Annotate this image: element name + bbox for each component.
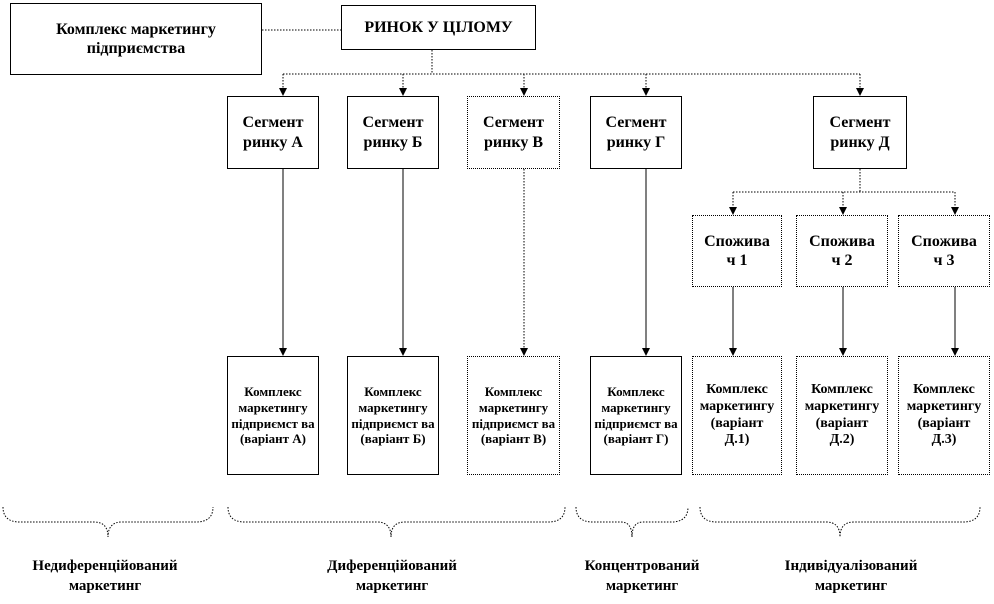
brace-differentiated (227, 506, 566, 538)
segment-a: Сегмент ринку А (227, 96, 319, 169)
segment-v: Сегмент ринку В (467, 96, 560, 169)
brace-undifferentiated (2, 506, 214, 538)
strategy-differentiated: Диференційований маркетинг (327, 558, 457, 595)
mix-variant-d3: Комплекс маркетингу (варіант Д.3) (898, 356, 990, 475)
strategy-concentrated: Концентрований маркетинг (584, 558, 700, 595)
company-mix-box: Комплекс маркетингу підприємства (10, 3, 262, 75)
segment-d: Сегмент ринку Д (813, 96, 907, 169)
consumer-2: Спожива ч 2 (796, 215, 888, 287)
mix-variant-d2: Комплекс маркетингу (варіант Д.2) (796, 356, 888, 475)
mix-variant-g: Комплекс маркетингу підприємст ва (варіа… (590, 356, 682, 475)
consumer-1: Спожива ч 1 (692, 215, 782, 287)
strategy-undifferentiated: Недиференційований маркетинг (32, 558, 178, 595)
mix-variant-a: Комплекс маркетингу підприємст ва (варіа… (227, 356, 319, 475)
segment-g: Сегмент ринку Г (590, 96, 682, 169)
consumer-3: Спожива ч 3 (898, 215, 990, 287)
market-box: РИНОК У ЦІЛОМУ (341, 5, 536, 50)
brace-concentrated (575, 506, 689, 538)
mix-variant-v: Комплекс маркетингу підприємст ва (варіа… (467, 356, 560, 475)
mix-variant-b: Комплекс маркетингу підприємст ва (варіа… (347, 356, 439, 475)
brace-individualized (699, 506, 981, 538)
mix-variant-d1: Комплекс маркетингу (варіант Д.1) (692, 356, 782, 475)
segment-b: Сегмент ринку Б (347, 96, 439, 169)
strategy-individualized: Індивідуалізований маркетинг (784, 558, 918, 595)
